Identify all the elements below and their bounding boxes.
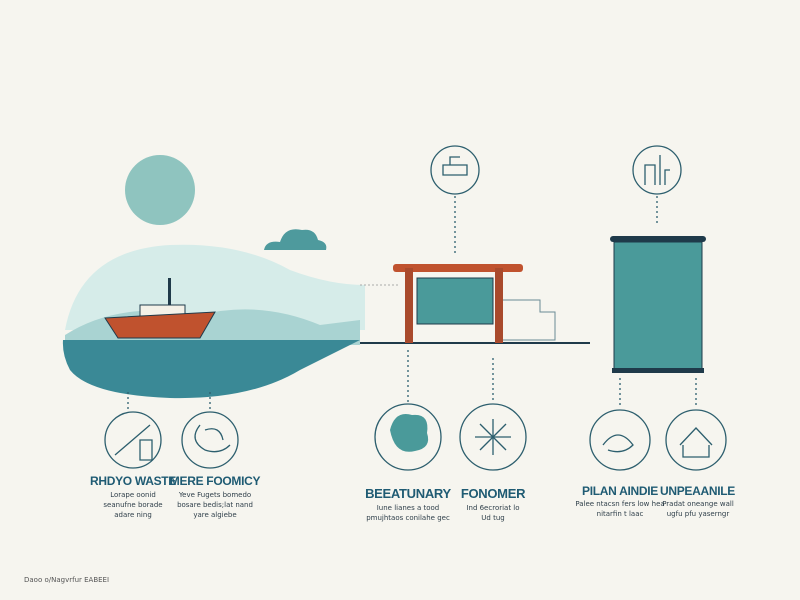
screen-panel (610, 236, 706, 373)
section-title-1: RHDYO WASTE (89, 474, 177, 488)
section-body-3: Iune lianes a tood pmujhtaos conilahe ge… (366, 504, 450, 522)
section-title-4: FONOMER (460, 486, 526, 501)
machinery-icon[interactable] (430, 145, 480, 195)
sun (125, 155, 195, 225)
boat-icon (104, 278, 216, 339)
footer-credit: Daoo o/Nagvrfur EABEEI (24, 576, 110, 584)
sea (62, 340, 361, 399)
section-title-2: MERE FOOMICY (169, 474, 261, 488)
cloud-icon (264, 229, 327, 250)
section-title-6: UNPEAANILE (659, 484, 735, 498)
wheel-icon[interactable] (459, 403, 527, 471)
blob-shape (390, 414, 429, 452)
gate-structure (360, 264, 590, 344)
section-title-3: BEEATUNARY (365, 486, 451, 501)
hand-leaf-icon[interactable] (181, 411, 239, 469)
section-title-5: PILAN AINDIE (582, 484, 658, 498)
section-body-5: Palee ntacsn fers low hea nitarfin t laa… (575, 500, 665, 518)
section-body-6: Pradat oneange wall ugfu pfu yaserngr (662, 500, 734, 518)
section-body-1: Lorape oonid seanufne borade adare ning (103, 491, 163, 519)
section-body-4: Ind 6ecroriat lo Ud tug (466, 504, 520, 522)
blob-icon[interactable] (374, 403, 442, 471)
house-icon[interactable] (665, 409, 727, 471)
factory-icon[interactable] (632, 145, 682, 195)
tools-and-jar-icon[interactable] (104, 411, 162, 469)
section-body-2: Yeve Fugets bomedo bosare bedis;lat nand… (177, 491, 253, 519)
wave-bird-icon[interactable] (589, 409, 651, 471)
